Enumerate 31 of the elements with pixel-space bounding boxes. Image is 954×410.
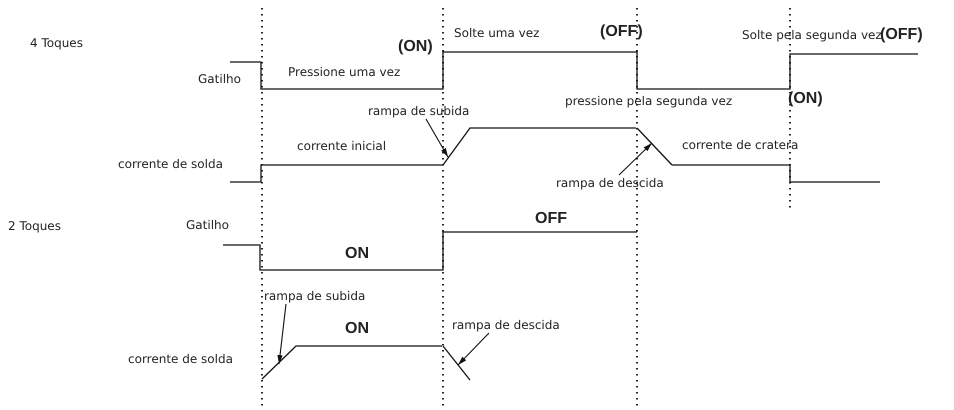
row-heading: 4 Toques xyxy=(30,36,83,50)
state-label: (ON) xyxy=(398,38,433,55)
row-heading: 2 Toques xyxy=(8,219,61,233)
leader-arrow xyxy=(458,332,490,366)
state-label: ON xyxy=(345,320,369,337)
signal-label: corrente de solda xyxy=(118,157,223,171)
state-label: ON xyxy=(345,245,369,262)
ramp-segment xyxy=(636,128,672,166)
callout-text: rampa de descida xyxy=(556,176,664,190)
state-label: OFF xyxy=(535,210,567,227)
state-label: (OFF) xyxy=(600,23,643,40)
signal-label: corrente de solda xyxy=(128,352,233,366)
leader-arrow xyxy=(277,304,287,364)
ramp-segment xyxy=(442,127,636,166)
callout-text: rampa de subida xyxy=(368,104,470,118)
signal-label: Gatilho xyxy=(198,72,241,86)
callout-text: rampa de subida xyxy=(264,289,366,303)
state-label: (ON) xyxy=(788,90,823,107)
phase-label: corrente inicial xyxy=(297,139,386,153)
event-label: Solte pela segunda vez xyxy=(742,28,882,42)
signal-label: Gatilho xyxy=(186,218,229,232)
state-label: (OFF) xyxy=(880,26,923,43)
ramp-segment xyxy=(262,345,442,380)
callout-text: rampa de descida xyxy=(452,318,560,332)
event-label: Solte uma vez xyxy=(454,26,540,40)
event-label: Pressione uma vez xyxy=(288,65,400,79)
leader-arrow xyxy=(426,118,448,158)
leader-arrow xyxy=(618,142,652,176)
ramp-segment xyxy=(442,346,470,380)
phase-label: corrente de cratera xyxy=(682,138,798,152)
event-label: pressione pela segunda vez xyxy=(565,94,732,108)
